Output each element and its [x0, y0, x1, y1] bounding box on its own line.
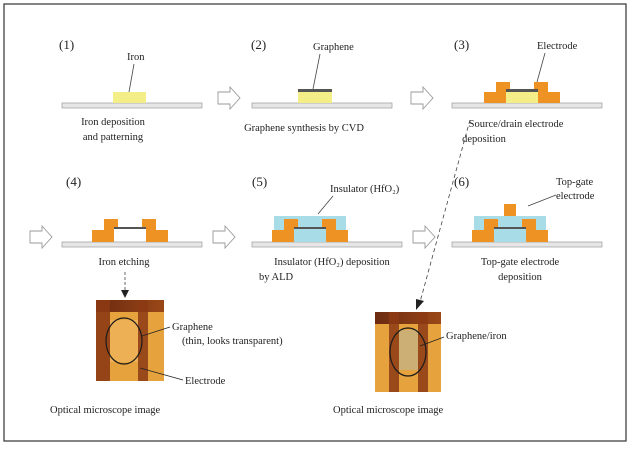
micrograph-1-caption: Optical microscope image — [50, 405, 161, 416]
substrate — [251, 241, 403, 248]
step-6-label-line-2: electrode — [556, 191, 595, 202]
graphene-region — [110, 320, 138, 362]
step-1: (1) Iron Iron deposition and patterning — [59, 37, 203, 143]
step-1-caption-line-1: Iron deposition — [81, 117, 146, 128]
leader-line — [419, 336, 445, 347]
step-3-number: (3) — [454, 37, 469, 52]
step-6-number: (6) — [454, 174, 469, 189]
source-electrode — [484, 82, 510, 103]
drain-electrode — [534, 82, 560, 103]
flow-arrow — [217, 85, 241, 111]
leader-line — [312, 53, 321, 90]
micrograph-1-label-electrode: Electrode — [185, 376, 226, 387]
leader-line — [141, 326, 171, 337]
drain-electrode — [522, 219, 548, 242]
step-2-label: Graphene — [313, 42, 354, 53]
source-electrode — [92, 219, 118, 242]
micrograph-2-label: Graphene/iron — [446, 331, 507, 342]
step-5: (5) Insulator (HfO₂) Insulator (HfO₂) de… — [251, 174, 403, 283]
micrograph-1-label-note: (thin, looks transparent) — [182, 336, 283, 347]
arrowhead — [121, 290, 129, 298]
graphene-layer — [298, 89, 332, 92]
flow-arrow — [410, 85, 434, 111]
step-6-label-line-1: Top-gate — [556, 177, 594, 188]
step-4-caption-line-1: Iron etching — [98, 257, 150, 268]
leader-line — [527, 194, 557, 207]
step-5-number: (5) — [252, 174, 267, 189]
step-3-caption-line-1: Source/drain electrode — [469, 119, 564, 130]
flow-arrow — [412, 224, 436, 250]
leader-line — [317, 195, 334, 215]
top-gate-electrode — [504, 204, 516, 216]
electrode-region — [375, 312, 441, 324]
iron-layer — [113, 92, 146, 103]
figure-border — [3, 3, 627, 442]
graphene-iron-region — [399, 330, 418, 370]
graphene-layer — [506, 89, 538, 92]
step-5-caption-line-1: Insulator (HfO₂) deposition — [274, 257, 390, 268]
leader-line — [128, 63, 135, 93]
step-4-number: (4) — [66, 174, 81, 189]
step-1-label: Iron — [127, 52, 145, 63]
micrograph-1-label-graphene: Graphene — [172, 322, 213, 333]
step-6: (6) Top-gate electrode Top-gate electrod… — [451, 174, 603, 283]
leader-line — [536, 52, 546, 83]
step-1-number: (1) — [59, 37, 74, 52]
electrode-region — [389, 312, 399, 392]
iron-layer — [506, 92, 538, 103]
drain-electrode — [322, 219, 348, 242]
iron-layer — [298, 92, 332, 103]
micrograph-2-caption: Optical microscope image — [333, 405, 444, 416]
substrate — [61, 241, 203, 248]
insulator-fill — [492, 230, 528, 242]
dashed-pointer — [419, 119, 471, 303]
flow-arrow — [212, 224, 236, 250]
electrode-region — [418, 312, 428, 392]
substrate — [61, 102, 203, 109]
step-3-label: Electrode — [537, 41, 578, 52]
highlight-circle — [389, 327, 427, 377]
arrowhead — [416, 299, 424, 310]
micrograph-1: Graphene (thin, looks transparent) Elect… — [50, 300, 283, 416]
step-6-caption-line-1: Top-gate electrode — [481, 257, 560, 268]
electrode-region — [96, 300, 110, 381]
substrate — [451, 102, 603, 109]
step-5-caption-line-2: by ALD — [259, 272, 294, 283]
step-3: (3) Electrode Source/drain electrode dep… — [451, 37, 603, 145]
step-1-caption-line-2: and patterning — [83, 132, 144, 143]
source-electrode — [272, 219, 298, 242]
substrate — [451, 241, 603, 248]
step-5-label: Insulator (HfO₂) — [330, 184, 400, 195]
step-3-caption-line-2: deposition — [462, 134, 506, 145]
step-4: (4) Iron etching — [61, 174, 203, 268]
step-2: (2) Graphene Graphene synthesis by CVD — [244, 37, 393, 134]
source-electrode — [472, 219, 498, 242]
highlight-circle — [105, 317, 143, 365]
step-2-number: (2) — [251, 37, 266, 52]
drain-electrode — [142, 219, 168, 242]
micrograph-2: Graphene/iron Optical microscope image — [333, 312, 507, 416]
electrode-region — [138, 300, 148, 381]
leader-line — [139, 367, 184, 381]
flow-arrow — [29, 224, 53, 250]
step-2-caption-line-1: Graphene synthesis by CVD — [244, 123, 364, 134]
step-6-caption-line-2: deposition — [498, 272, 542, 283]
substrate — [251, 102, 393, 109]
insulator-fill — [292, 230, 328, 242]
